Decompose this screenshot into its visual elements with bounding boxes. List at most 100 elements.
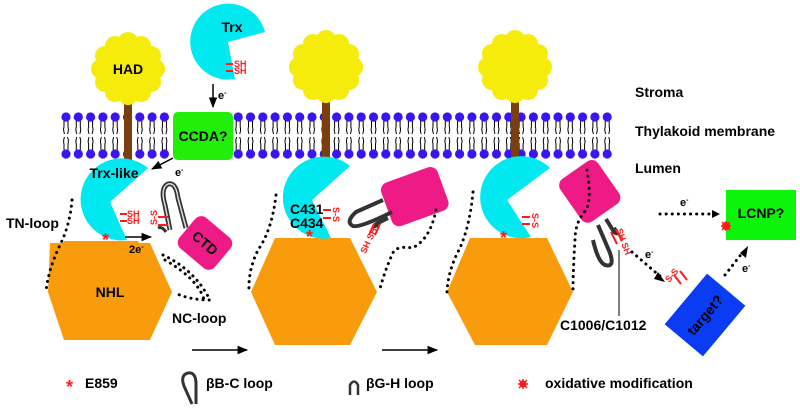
nc-loop-label: NC-loop: [172, 310, 226, 326]
legend-label: βB-C loop: [206, 375, 273, 391]
lipid-headgroup: [589, 111, 600, 135]
ctd-thiols: SH SH: [614, 227, 633, 256]
lipid-headgroup: [405, 111, 416, 135]
electron-label: e-: [680, 197, 689, 209]
lipid-headgroup: [602, 111, 613, 135]
ccda-box: CCDA?: [173, 112, 233, 160]
nc-loop: [377, 208, 438, 294]
ctd-to-target-arrow: [630, 250, 663, 279]
short-hairpin-icon: [348, 380, 360, 395]
lipid-headgroup: [479, 136, 490, 160]
bbc-loop-hairpin: [160, 181, 189, 231]
nc-loop: [161, 253, 213, 302]
lipid-headgroup: [134, 136, 145, 160]
lipid-headgroup: [429, 136, 441, 160]
bbc-loop-hairpin: [347, 198, 393, 229]
had-domain-1: HAD: [91, 32, 165, 160]
lipid-headgroup: [380, 111, 391, 135]
lipid-headgroup: [85, 111, 96, 135]
trx-thiol-2: SH: [234, 66, 247, 76]
two-electron-label: 2e-: [129, 244, 144, 256]
lipid-headgroup: [565, 111, 576, 135]
lipid-headgroup: [479, 111, 490, 135]
nc-loop-strand: [163, 258, 207, 305]
lipid-headgroup: [368, 136, 379, 160]
ctd-domain: CTD: [177, 216, 233, 270]
lipid-headgroup: [429, 111, 441, 135]
lipid-headgroup: [331, 136, 342, 160]
lipid-headgroup: [97, 111, 108, 135]
trx-thiol-1: SH: [234, 59, 247, 69]
legend-label: oxidative modification: [545, 375, 693, 391]
legend-item-bbc-loop: βB-C loop: [181, 371, 273, 405]
lipid-headgroup: [602, 136, 613, 160]
lipid-headgroup: [282, 136, 293, 160]
ctd-domain: [380, 167, 449, 227]
nhl-domain: [447, 238, 573, 345]
lipid-headgroup: [368, 111, 379, 135]
panel-3-oxidized-state: S-S * SH SH C1006/C1012 LCNP? e- e-: [445, 156, 796, 357]
lipid-headgroup: [540, 136, 551, 160]
trx-like-domain: [480, 156, 550, 239]
target-to-lcnp-arrow: [723, 250, 745, 277]
trx-like-thiol-1: SH: [127, 209, 140, 219]
legend-label: E859: [85, 375, 118, 391]
tn-loop: [247, 193, 278, 294]
cys-431-label: C431: [290, 201, 324, 217]
cys-434-label: C434: [290, 215, 324, 231]
lipid-headgroup: [454, 136, 465, 160]
trx-like-thiol-2: SH: [127, 216, 140, 226]
had-stem: [322, 88, 330, 160]
lipid-headgroup: [528, 111, 539, 135]
trx-like-disulfide: S-S: [331, 207, 341, 222]
lipid-headgroup: [245, 111, 256, 135]
e859-asterisk: *: [102, 230, 109, 250]
thylakoid-membrane: [60, 111, 613, 160]
electron-label: e-: [742, 263, 751, 275]
lipid-headgroup: [257, 111, 268, 135]
tn-loop-label: TN-loop: [6, 215, 59, 231]
lipid-headgroup: [97, 136, 108, 160]
lipid-headgroup: [356, 136, 367, 160]
legend-item-oxidative-modification: oxidative modification: [518, 375, 693, 391]
nhl-label: NHL: [96, 284, 125, 300]
lipid-headgroup: [491, 136, 502, 160]
oxidative-modification-burst: [721, 221, 731, 231]
lipid-headgroup: [540, 111, 551, 135]
lipid-headgroup: [110, 136, 121, 160]
lipid-headgroup: [147, 111, 158, 135]
lipid-headgroup: [73, 136, 84, 160]
ccda-to-trx-like-arrow: [151, 157, 174, 170]
target-box: target?: [664, 273, 746, 357]
ctd-thiols: SH SH: [358, 226, 379, 255]
lipid-headgroup: [60, 111, 72, 135]
had-domain-2: [289, 30, 363, 160]
lipid-headgroup: [577, 111, 588, 135]
lipid-headgroup: [134, 111, 145, 135]
trx-like-domain: [282, 156, 350, 239]
had-stem: [511, 88, 519, 160]
nc-loop: [571, 168, 591, 294]
lipid-headgroup: [294, 111, 305, 135]
lipid-headgroup: [577, 136, 588, 160]
electron-label: e-: [218, 90, 227, 102]
lipid-headgroup: [565, 136, 576, 160]
nhl-domain: [251, 238, 377, 345]
lipid-headgroup: [417, 111, 428, 135]
burst-icon: [518, 379, 528, 389]
lipid-headgroup: [589, 136, 600, 160]
bbc-loop-hairpin: [591, 224, 614, 268]
lipid-headgroup: [417, 136, 428, 160]
lipid-headgroup: [159, 136, 170, 160]
asterisk-icon: *: [66, 377, 73, 397]
lipid-headgroup: [60, 136, 72, 160]
stroma-label: Stroma: [635, 84, 683, 100]
electron-label: e-: [645, 249, 654, 261]
e859-asterisk: *: [306, 227, 313, 247]
lipid-headgroup: [110, 111, 121, 135]
trx-label: Trx: [221, 19, 242, 35]
lipid-headgroup: [528, 136, 539, 160]
lipid-headgroup: [442, 136, 453, 160]
had-domain-3: [478, 30, 552, 160]
